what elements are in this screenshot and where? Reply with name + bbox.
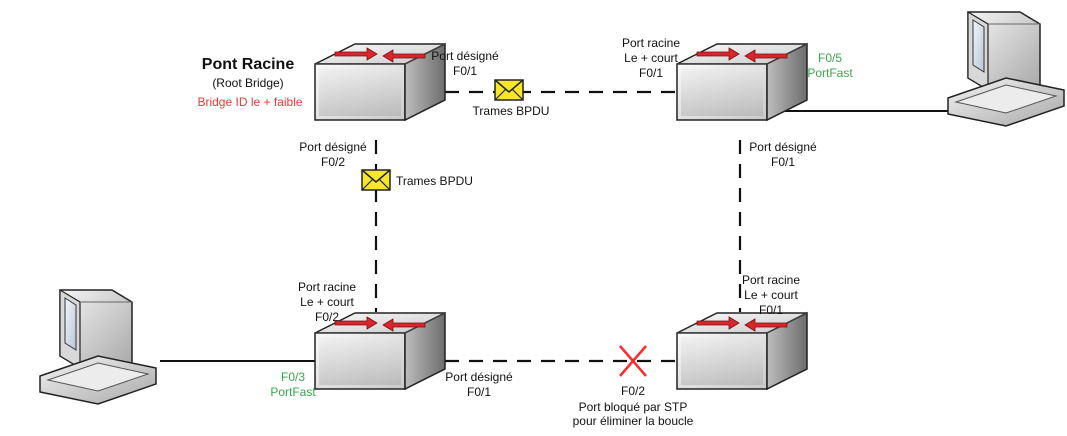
tr-root-cost: Le + court bbox=[624, 51, 678, 65]
root-f02-role: Port désigné bbox=[299, 140, 367, 154]
envelope-icon bbox=[361, 169, 391, 191]
root-bridge-title: Pont Racine bbox=[201, 56, 295, 73]
root-bridge-subtitle: (Root Bridge) bbox=[212, 76, 284, 90]
tr-f05-port: F0/5 bbox=[817, 51, 842, 65]
tr-root-role: Port racine bbox=[621, 36, 681, 50]
bl-root-role: Port racine bbox=[297, 280, 357, 294]
br-blocked-line1: Port bloqué par STP bbox=[578, 400, 688, 414]
br-blocked-line2: pour éliminer la boucle bbox=[572, 414, 694, 428]
root-f02-port: F0/2 bbox=[320, 155, 345, 169]
tr-root-port: F0/1 bbox=[638, 66, 663, 80]
bl-desig-port: F0/1 bbox=[466, 385, 491, 399]
br-root-cost: Le + court bbox=[744, 288, 798, 302]
br-root-role: Port racine bbox=[741, 273, 801, 287]
switch-icon bbox=[676, 43, 808, 121]
tr-desig-role: Port désigné bbox=[749, 140, 817, 154]
root-bridge-note: Bridge ID le + faible bbox=[197, 95, 303, 109]
bl-root-port: F0/2 bbox=[314, 310, 339, 324]
tr-f05-mode: PortFast bbox=[807, 66, 853, 80]
bpdu-left-label: Trames BPDU bbox=[396, 174, 473, 188]
bl-root-cost: Le + court bbox=[300, 295, 354, 309]
tr-desig-port: F0/1 bbox=[770, 155, 795, 169]
computer-icon bbox=[39, 289, 157, 405]
blocked-x-icon bbox=[619, 345, 647, 377]
bl-f03-mode: PortFast bbox=[270, 385, 316, 399]
switch-icon bbox=[676, 312, 808, 390]
bl-f03-port: F0/3 bbox=[280, 370, 305, 384]
envelope-icon bbox=[494, 79, 524, 101]
bl-desig-role: Port désigné bbox=[445, 370, 513, 384]
br-root-port: F0/1 bbox=[758, 303, 783, 317]
bpdu-top-label: Trames BPDU bbox=[472, 104, 550, 118]
computer-icon bbox=[947, 11, 1065, 127]
switch-icon bbox=[314, 312, 446, 390]
root-f01-role: Port désigné bbox=[431, 49, 499, 63]
br-blocked-port: F0/2 bbox=[620, 384, 645, 398]
root-f01-port: F0/1 bbox=[452, 64, 477, 78]
